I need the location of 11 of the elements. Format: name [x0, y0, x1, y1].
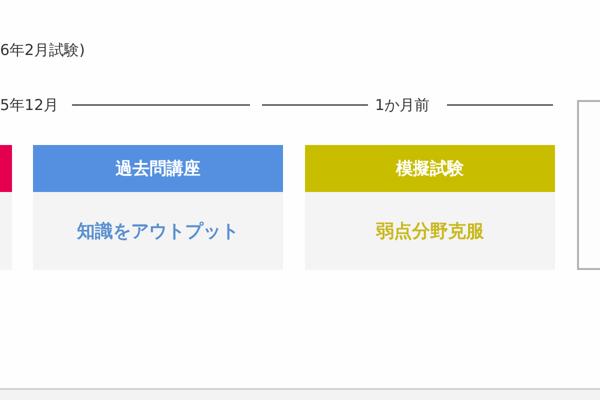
card-header: 模擬試験 — [305, 145, 555, 192]
timeline-label: 1か月前 — [375, 96, 430, 114]
course-card — [305, 145, 555, 270]
card-header: 過去問講座 — [33, 145, 283, 192]
card-text: 知識をアウトプット — [76, 220, 240, 244]
card-text: 弱点分野克服 — [374, 220, 485, 244]
empty-card — [577, 100, 600, 270]
course-card — [33, 145, 283, 270]
card — [0, 145, 12, 270]
timeline-label: 5年12月 — [0, 96, 59, 114]
heading-text: 6年2月試験) — [0, 41, 85, 59]
